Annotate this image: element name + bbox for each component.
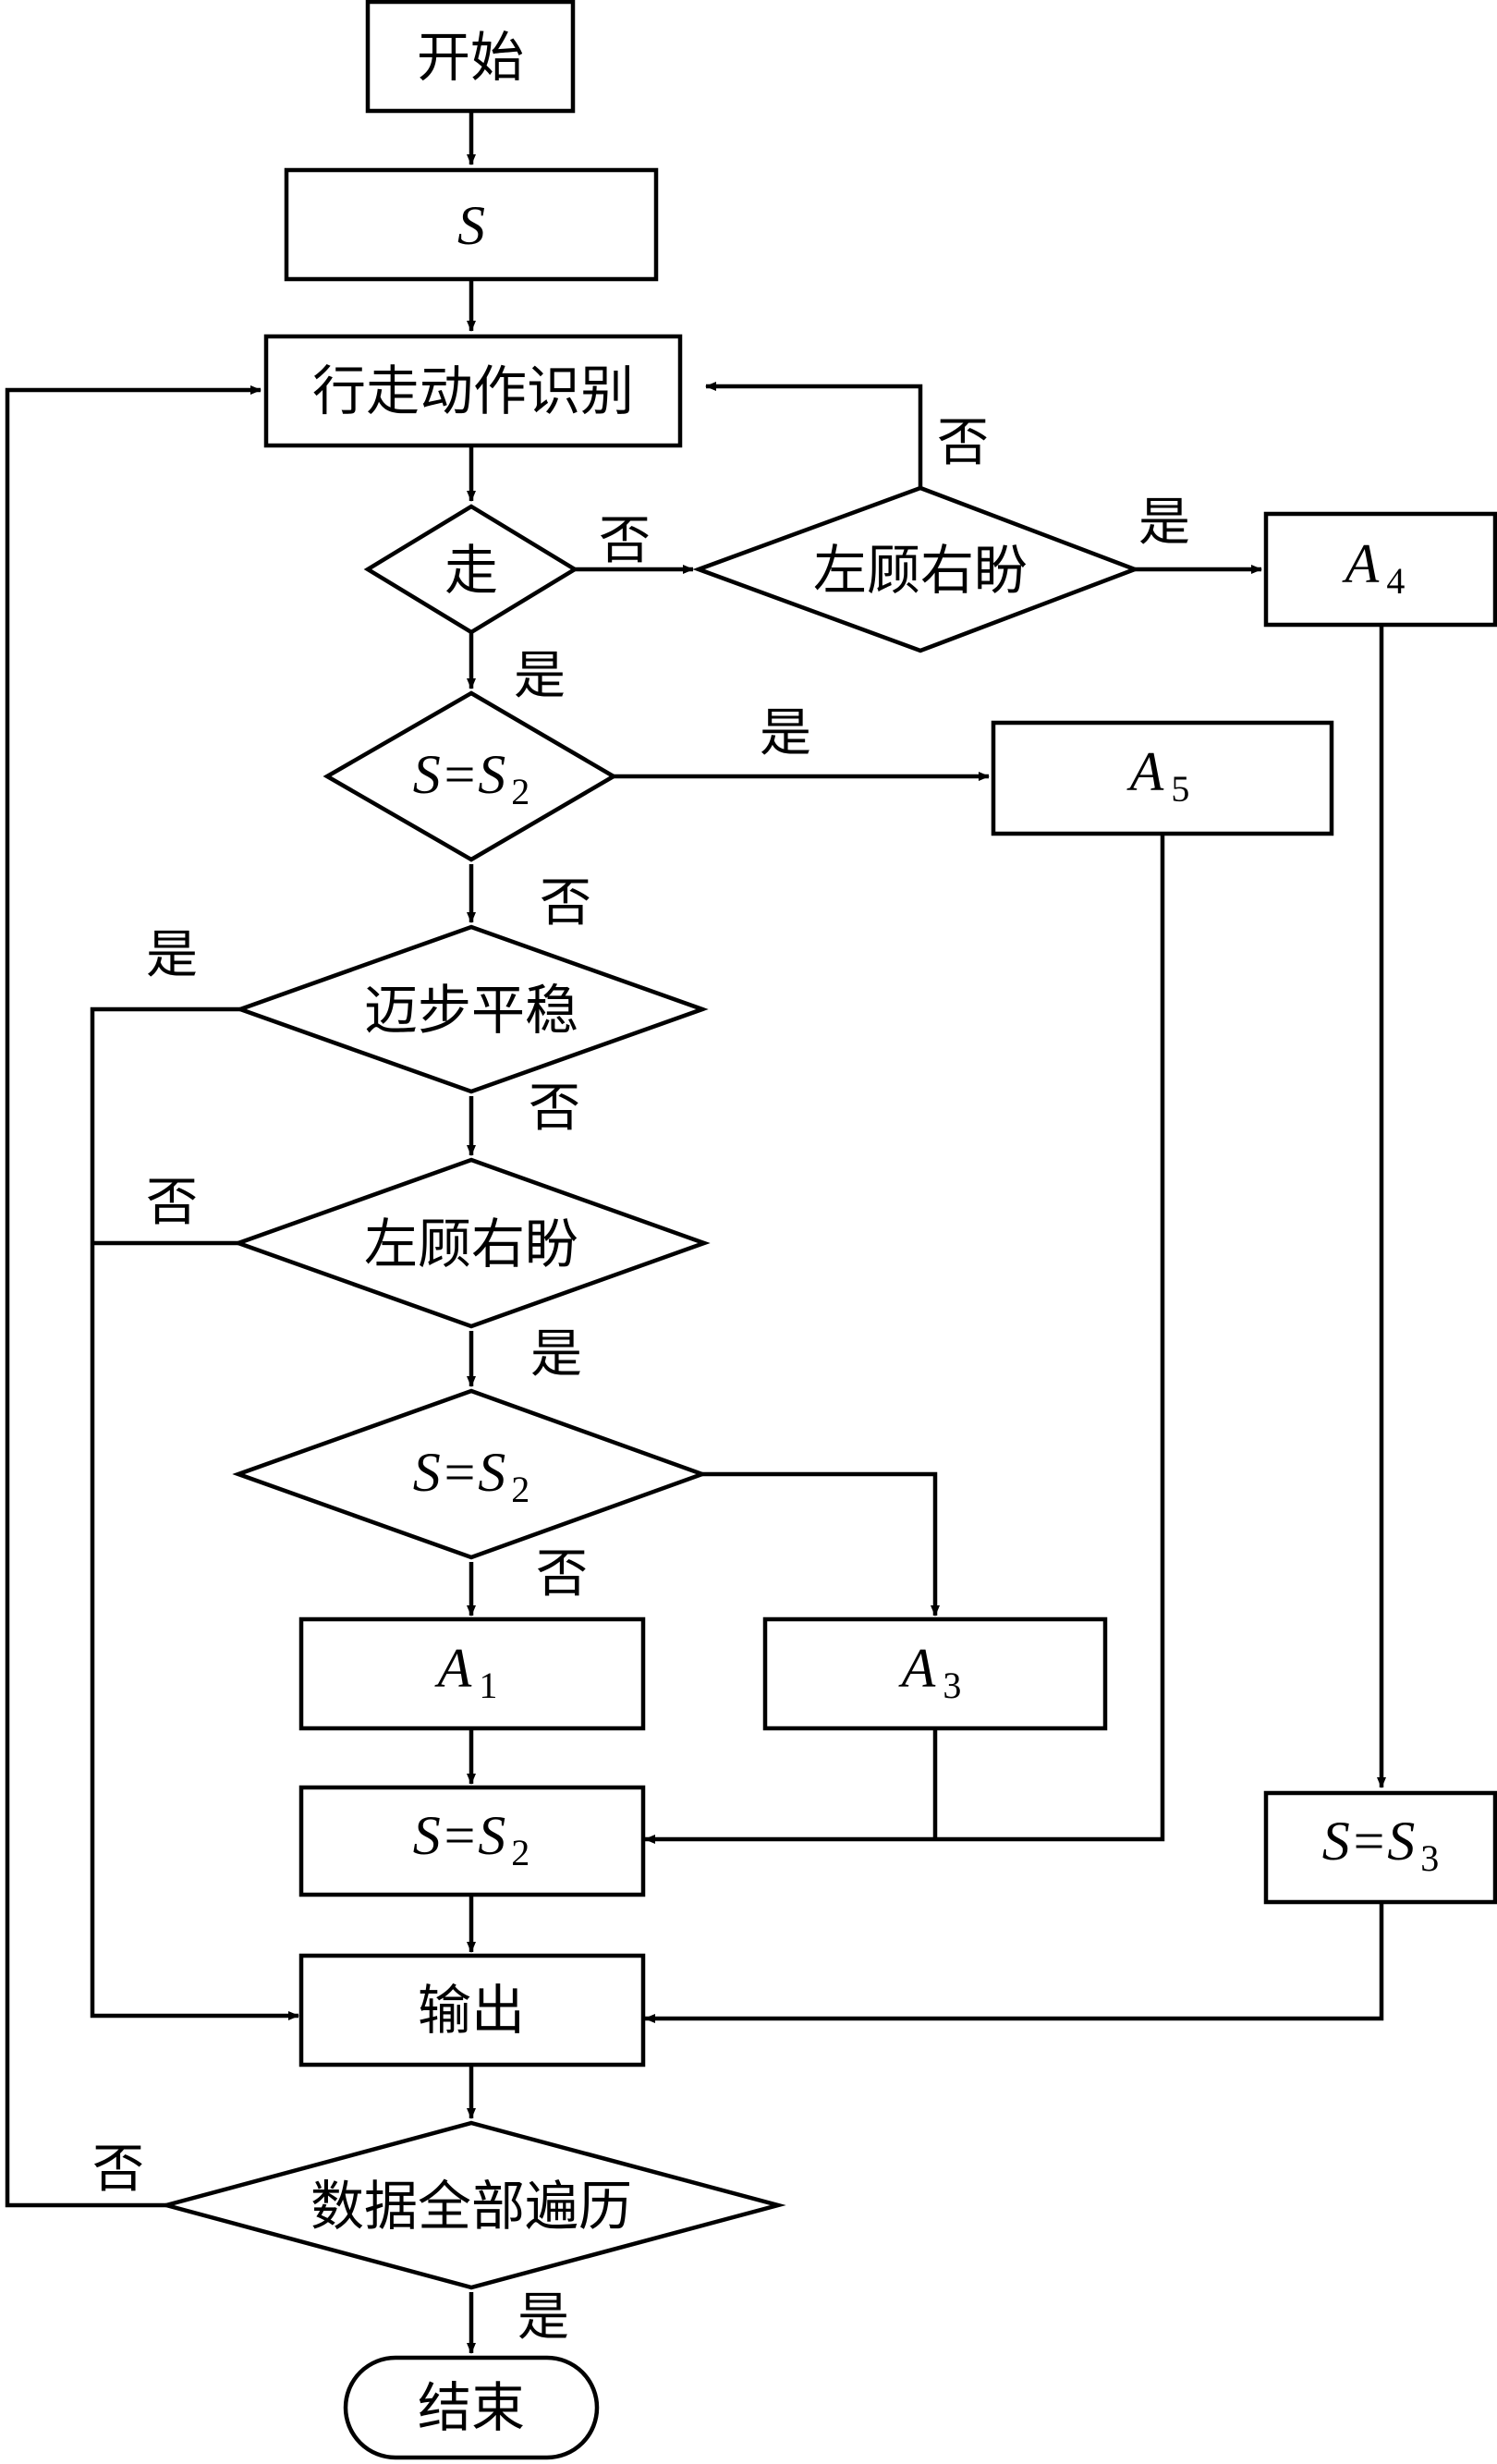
label-yes-cond-top: 是 bbox=[760, 703, 811, 763]
label-yes-steady: 是 bbox=[146, 925, 198, 985]
label-no-all-traversed: 否 bbox=[92, 2140, 144, 2200]
look-top-diamond bbox=[692, 485, 1141, 653]
look-mid-diamond bbox=[232, 1157, 711, 1329]
all-traversed-label: 数据全部遍历 bbox=[310, 2175, 632, 2238]
look-top-label: 左顾右盼 bbox=[813, 539, 1028, 602]
s-init-label: S bbox=[457, 195, 485, 256]
steady-diamond bbox=[234, 924, 709, 1094]
end-label: 结束 bbox=[418, 2376, 525, 2439]
label-no-look-top: 否 bbox=[937, 413, 989, 473]
edge-cond-mid-a3 bbox=[702, 1471, 940, 1616]
edge-assign-s3-output bbox=[644, 1902, 1384, 2023]
steady-label: 迈步平稳 bbox=[364, 979, 578, 1042]
label-yes-all-traversed: 是 bbox=[517, 2287, 569, 2348]
label-no-walk: 否 bbox=[599, 511, 651, 571]
assign-s3-box bbox=[1263, 1790, 1497, 1905]
output-label: 输出 bbox=[418, 1979, 525, 2042]
all-traversed-diamond bbox=[158, 2120, 786, 2290]
label-yes-walk: 是 bbox=[514, 646, 566, 706]
label-yes-look-mid: 是 bbox=[530, 1324, 582, 1384]
output-box bbox=[298, 1953, 646, 2068]
cond-s2-top-diamond bbox=[323, 690, 618, 862]
a3-box bbox=[762, 1616, 1108, 1731]
start-label: 开始 bbox=[417, 26, 524, 89]
label-no-look-mid: 否 bbox=[146, 1173, 198, 1233]
edges bbox=[5, 111, 1386, 2354]
start-box bbox=[365, 0, 576, 114]
label-no-cond-top: 否 bbox=[540, 873, 591, 933]
walk-label: 走 bbox=[444, 539, 498, 602]
edge-a5-assign-s2 bbox=[644, 834, 1165, 1844]
edge-look-top-recognize bbox=[705, 382, 923, 488]
edge-labels: 否 否 是 是 是 否 是 否 否 是 否 否 是 bbox=[92, 413, 1190, 2348]
recognize-box bbox=[263, 334, 683, 448]
label-no-cond-mid: 否 bbox=[536, 1544, 588, 1604]
a1-box bbox=[298, 1616, 646, 1731]
edge-steady-output bbox=[90, 1006, 299, 2020]
cond-s2-mid-diamond bbox=[232, 1388, 709, 1560]
edge-all-traversed-recognize bbox=[5, 385, 262, 2208]
label-no-steady: 否 bbox=[529, 1079, 580, 1139]
walk-diamond bbox=[363, 504, 579, 635]
end-terminator bbox=[343, 2355, 600, 2460]
assign-s2-box bbox=[298, 1785, 646, 1897]
look-mid-label: 左顾右盼 bbox=[364, 1213, 578, 1275]
s-init-box bbox=[284, 167, 659, 282]
label-yes-look-top: 是 bbox=[1138, 493, 1190, 553]
a4-box bbox=[1263, 511, 1497, 628]
recognize-label: 行走动作识别 bbox=[312, 360, 634, 422]
a5-box bbox=[991, 720, 1334, 836]
